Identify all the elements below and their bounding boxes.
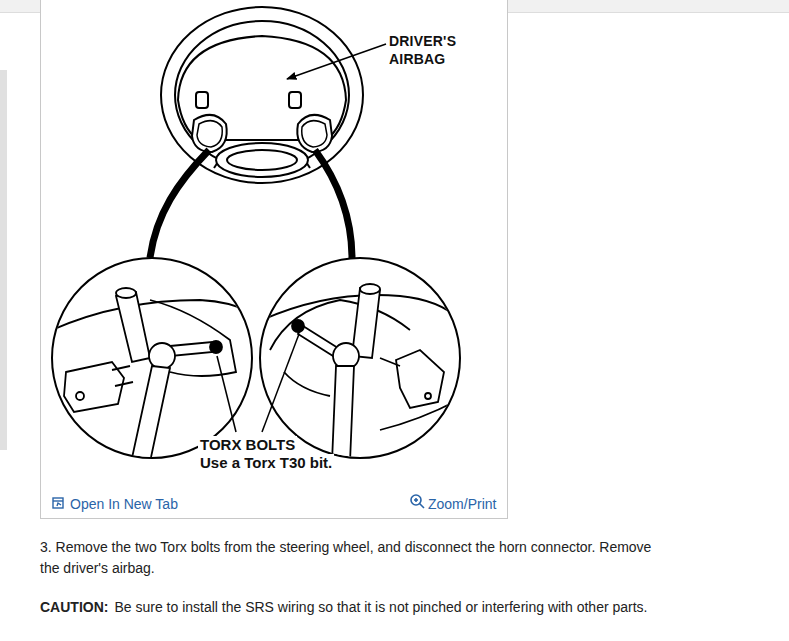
part-label: DRIVER'S AIRBAG xyxy=(389,32,479,68)
detail-band xyxy=(315,150,352,259)
link-text: Zoom/Print xyxy=(428,495,496,513)
caution-label: CAUTION: xyxy=(40,597,108,618)
bracket-tab xyxy=(115,382,133,386)
bracket-hole xyxy=(76,392,84,400)
horn-button xyxy=(289,92,301,108)
leader-line xyxy=(217,356,236,432)
wheel-rim xyxy=(161,7,363,183)
icon-handle xyxy=(420,504,425,509)
detail-band xyxy=(150,150,209,258)
steering-column xyxy=(116,292,150,362)
horn-button xyxy=(196,92,208,108)
ratchet-handle xyxy=(132,366,170,462)
wheel-hub xyxy=(216,143,308,177)
detail-circle xyxy=(260,258,460,458)
bracket-tab xyxy=(380,358,400,366)
column-end xyxy=(116,288,136,298)
icon-arrow xyxy=(57,503,61,506)
bolt-access xyxy=(192,115,227,152)
bracket-tab xyxy=(112,366,130,370)
icon-line xyxy=(53,500,63,501)
extension-bar xyxy=(170,342,213,356)
icon-plus xyxy=(415,498,417,502)
ratchet-head xyxy=(149,343,175,369)
callout-heading: TORX BOLTS xyxy=(198,436,297,454)
leader-line xyxy=(262,334,299,432)
panel-edge xyxy=(380,400,458,430)
panel-edge xyxy=(284,372,330,396)
panel-edge xyxy=(60,420,128,470)
wheel-spoke xyxy=(270,300,410,350)
wheel-spoke xyxy=(150,300,236,376)
icon-box xyxy=(53,498,63,508)
callout-note: Use a Torx T30 bit. xyxy=(198,454,334,472)
link-text: Open In New Tab xyxy=(70,495,178,513)
zoom-icon xyxy=(411,495,424,508)
open-tab-icon xyxy=(53,498,63,508)
wheel-rim-edge xyxy=(52,300,262,330)
scrollbar xyxy=(0,70,7,450)
wheel-hub-inner xyxy=(227,150,297,170)
bolt-access xyxy=(297,115,332,152)
bracket-hole xyxy=(425,393,431,399)
airbag-bracket xyxy=(396,350,444,408)
step-text: 3. Remove the two Torx bolts from the st… xyxy=(40,537,670,579)
leader-line xyxy=(287,44,386,79)
steering-wheel xyxy=(161,7,363,183)
bolt-access-inner xyxy=(302,121,327,147)
caution-text: Be sure to install the SRS wiring so tha… xyxy=(114,597,754,618)
ratchet-handle xyxy=(332,366,354,462)
bolt-access-inner xyxy=(197,121,222,147)
torx-bolt xyxy=(292,320,304,332)
extension-bar xyxy=(298,326,338,356)
image-frame xyxy=(41,0,508,519)
torx-bolt xyxy=(210,341,222,353)
column-end xyxy=(360,284,380,294)
